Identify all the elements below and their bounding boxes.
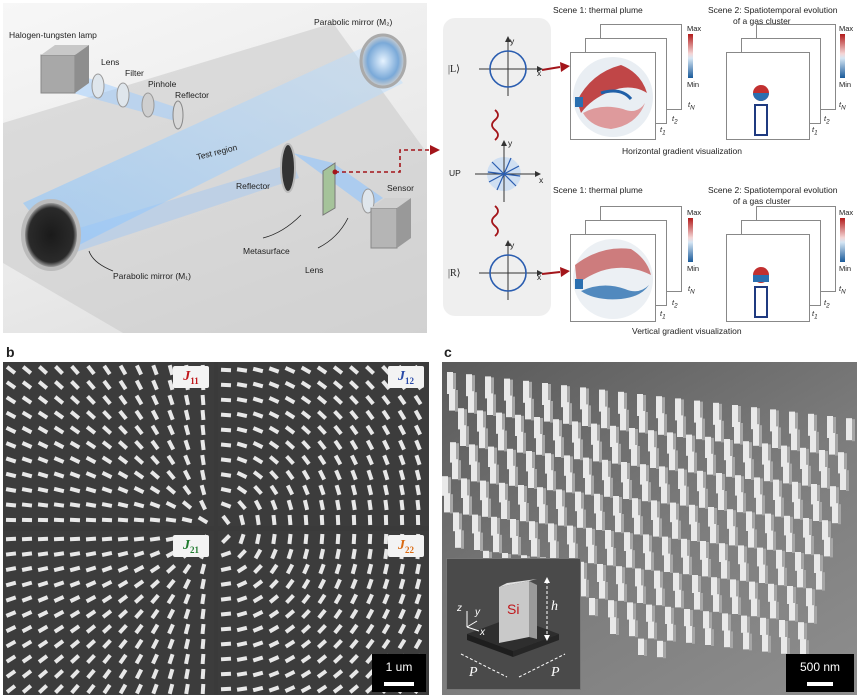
bottom-scene1-plume — [573, 239, 653, 319]
parabolic-mirror-m2-label: Parabolic mirror (M₂) — [314, 17, 393, 27]
sem-top-view: J11 J12 J21 J22 1 um — [3, 362, 429, 695]
unit-cell-inset: Si h P P z y x — [446, 558, 581, 690]
bottom-scene2-gas-cluster — [753, 267, 769, 318]
bottom-right-colorbar-max: Max — [839, 208, 854, 217]
sensor-label: Sensor — [387, 183, 414, 193]
top-right-colorbar-min: Min — [839, 80, 852, 89]
top-left-colorbar-max: Max — [687, 24, 702, 33]
horizontal-gradient-caption: Horizontal gradient visualization — [622, 146, 743, 156]
pillar-field-j12 — [220, 364, 423, 526]
output-arrows — [541, 62, 570, 277]
bottom-right-t1: t1 — [812, 309, 818, 321]
reflector-label-2: Reflector — [236, 181, 271, 191]
unit-cell-drawing — [460, 577, 566, 678]
reflector-label-1: Reflector — [175, 90, 210, 100]
polarization-decomposition-box: y x |L⟩ y x UP y x |R⟩ — [443, 18, 551, 316]
top-x-axis-label: x — [537, 68, 542, 78]
top-right-colorbar — [840, 34, 845, 78]
left-circular-label: |L⟩ — [448, 64, 461, 75]
top-left-t2: t2 — [672, 114, 678, 126]
period-label-left: P — [469, 665, 478, 680]
period-label-right: P — [551, 665, 560, 680]
top-y-axis-label: y — [510, 36, 515, 46]
bottom-y-axis-label: y — [510, 240, 515, 250]
right-circular-diagram — [479, 240, 543, 300]
scale-bar-c-line — [807, 682, 833, 686]
bottom-scene1-frame-1 — [570, 234, 656, 322]
bottom-scene1-title: Scene 1: thermal plume — [553, 185, 643, 195]
scale-bar-b-text: 1 um — [385, 660, 413, 674]
setup-drawing — [3, 23, 427, 333]
lens-label: Lens — [101, 57, 120, 67]
pinhole-label: Pinhole — [148, 79, 177, 89]
j11-tag: J11 — [173, 366, 209, 388]
top-scene2-title-line1: Scene 2: Spatiotemporal evolution — [708, 5, 838, 15]
top-scene1-plume — [573, 57, 653, 137]
lamp-label: Halogen-tungsten lamp — [9, 30, 97, 40]
bottom-left-colorbar-max: Max — [687, 208, 702, 217]
unpolarized-label: UP — [449, 168, 461, 178]
bottom-left-t2: t2 — [672, 298, 678, 310]
top-right-tN: tN — [839, 100, 846, 112]
top-left-tN: tN — [688, 100, 695, 112]
top-right-t1: t1 — [812, 125, 818, 137]
sem-tilted-view: Si h P P z y x 500 nm — [442, 362, 857, 695]
panel-b-letter: b — [6, 344, 15, 360]
bottom-right-colorbar-min: Min — [839, 264, 852, 273]
top-scene1-frame-1 — [570, 52, 656, 140]
metasurface-label: Metasurface — [243, 246, 290, 256]
bottom-scene2-title-line2: of a gas cluster — [733, 196, 791, 206]
top-left-colorbar-min: Min — [687, 80, 700, 89]
top-right-t2: t2 — [824, 114, 830, 126]
metasurface-connector-arrow — [332, 145, 440, 175]
wavy-arrow-top — [491, 109, 499, 141]
parabolic-mirror-m1-label: Parabolic mirror (M₁) — [113, 271, 191, 281]
panel-c-letter: c — [444, 344, 452, 360]
up-y-axis-label: y — [508, 138, 513, 148]
scale-bar-c-text: 500 nm — [799, 660, 841, 674]
tilted-pillar-array — [442, 372, 855, 659]
scale-bar-b-line — [384, 682, 414, 686]
left-circular-diagram — [479, 36, 543, 96]
top-scene2-title-line2: of a gas cluster — [733, 16, 791, 26]
bottom-right-tN: tN — [839, 284, 846, 296]
quadrant-j12: J12 — [218, 362, 429, 526]
bottom-left-tN: tN — [688, 284, 695, 296]
j22-tag: J22 — [388, 535, 424, 557]
top-scene2-frame-1 — [726, 52, 810, 140]
filter-label: Filter — [125, 68, 144, 78]
quadrant-j11: J11 — [3, 362, 214, 526]
bottom-scene2-title-line1: Scene 2: Spatiotemporal evolution — [708, 185, 838, 195]
bottom-right-colorbar — [840, 218, 845, 262]
scale-bar-b: 1 um — [372, 654, 426, 692]
up-x-axis-label: x — [539, 175, 544, 185]
quadrant-j21: J21 — [3, 531, 214, 695]
scale-bar-c: 500 nm — [786, 654, 854, 692]
j21-tag: J21 — [173, 535, 209, 557]
bottom-left-colorbar-min: Min — [687, 264, 700, 273]
right-circular-label: |R⟩ — [448, 268, 461, 279]
vertical-gradient-caption: Vertical gradient visualization — [632, 326, 742, 336]
height-label: h — [551, 599, 558, 614]
unpolarized-diagram — [475, 140, 541, 202]
x-axis-label: x — [480, 627, 485, 638]
optical-setup-illustration: Halogen-tungsten lamp Lens Filter Pinhol… — [3, 3, 427, 333]
lens-label-2: Lens — [305, 265, 324, 275]
si-label: Si — [507, 601, 520, 617]
top-left-colorbar — [688, 34, 693, 78]
bottom-scene2-frame-1 — [726, 234, 810, 322]
top-right-colorbar-max: Max — [839, 24, 854, 33]
top-scene1-title: Scene 1: thermal plume — [553, 5, 643, 15]
z-axis-label: z — [457, 603, 462, 614]
j12-tag: J12 — [388, 366, 424, 388]
top-left-t1: t1 — [660, 125, 666, 137]
pillar-field-j21 — [5, 534, 209, 695]
bottom-left-t1: t1 — [660, 309, 666, 321]
wavy-arrow-bottom — [491, 205, 499, 237]
bottom-right-t2: t2 — [824, 298, 830, 310]
y-axis-label: y — [475, 607, 480, 618]
top-scene2-gas-cluster — [753, 85, 769, 136]
bottom-left-colorbar — [688, 218, 693, 262]
bottom-x-axis-label: x — [537, 272, 542, 282]
